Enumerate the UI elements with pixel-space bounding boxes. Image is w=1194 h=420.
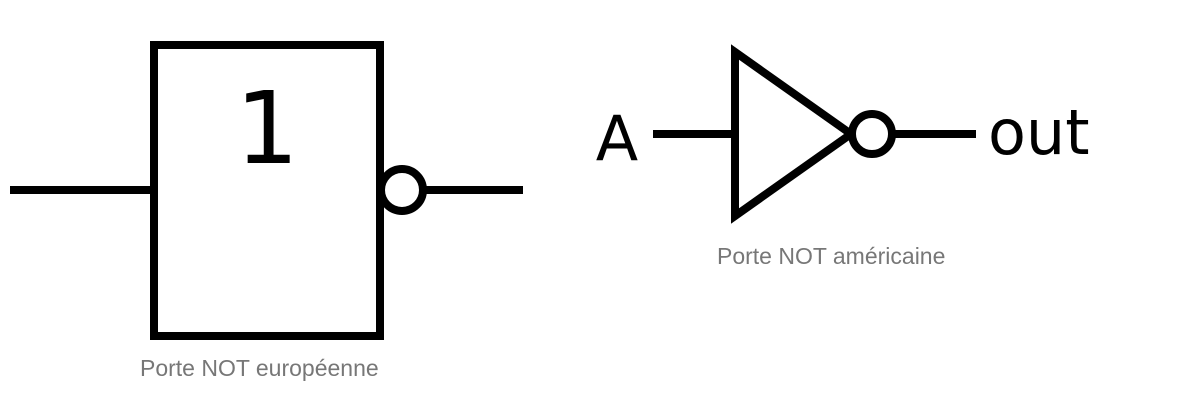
- american-output-label: out: [988, 96, 1090, 169]
- american-gate-caption: Porte NOT américaine: [717, 243, 946, 269]
- european-not-gate: 1: [10, 41, 523, 340]
- american-inversion-bubble: [848, 110, 896, 158]
- american-input-label: A: [596, 102, 638, 175]
- european-gate-symbol: 1: [235, 70, 299, 187]
- american-not-gate: A out: [596, 44, 1090, 224]
- european-gate-caption: Porte NOT européenne: [140, 355, 379, 381]
- european-inversion-bubble: [377, 165, 427, 215]
- american-gate-triangle: [731, 44, 858, 224]
